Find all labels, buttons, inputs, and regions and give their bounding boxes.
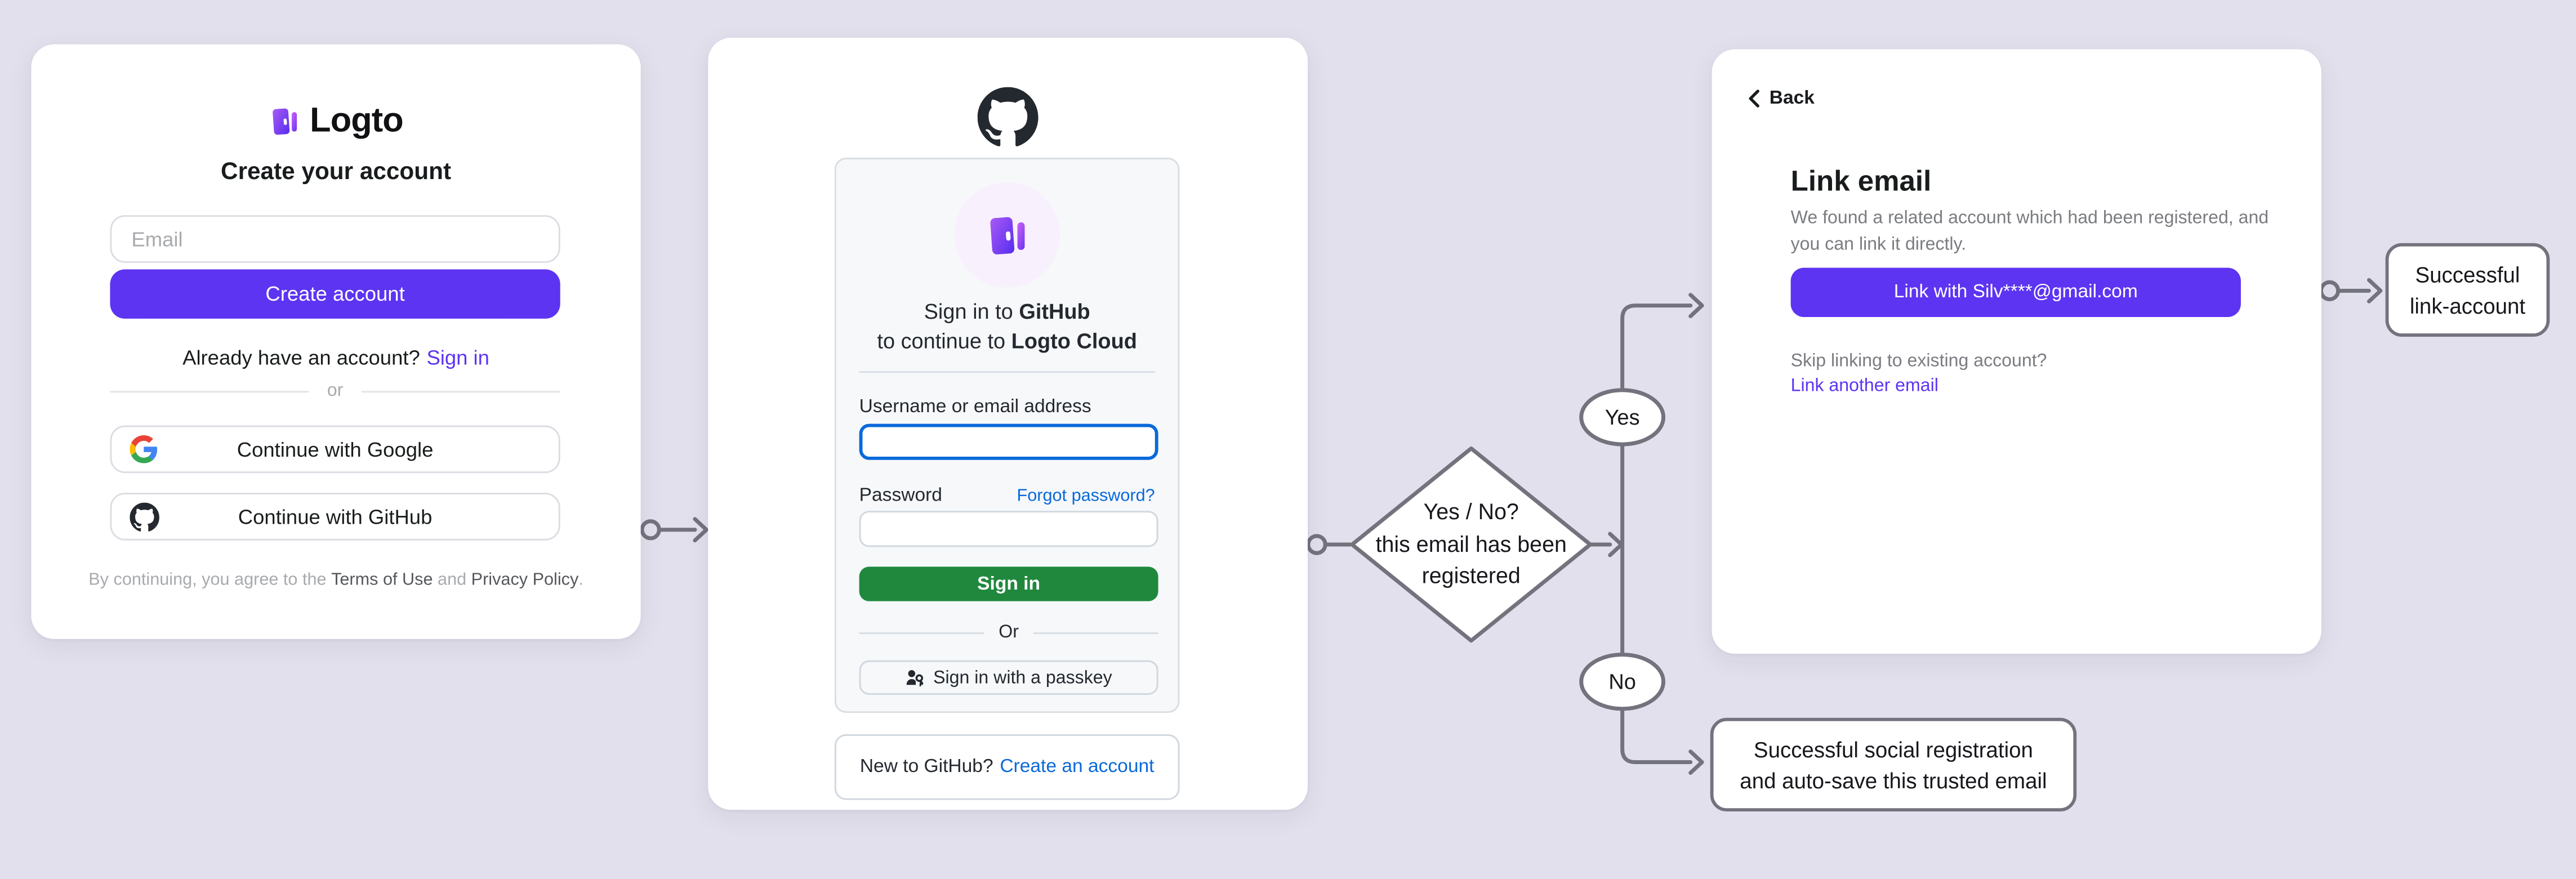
heading-bold: Logto Cloud <box>1011 327 1137 353</box>
logto-wordmark: Logto <box>310 101 404 140</box>
link-another-email-link[interactable]: Link another email <box>1790 376 1938 396</box>
email-field[interactable] <box>110 215 560 263</box>
yes-node <box>1579 388 1666 447</box>
terms-prefix: By continuing, you agree to the <box>88 570 332 590</box>
github-signin-card: Sign in to GitHub to continue to Logto C… <box>708 38 1308 810</box>
back-chevron-icon <box>1749 90 1759 108</box>
terms-suffix: . <box>578 570 583 590</box>
no-node-label: No <box>1608 671 1635 694</box>
link-email-card: Back Link email We found a related accou… <box>1712 49 2321 654</box>
terms-text: By continuing, you agree to the Terms of… <box>31 570 640 590</box>
yes-node-label: Yes <box>1605 406 1640 430</box>
signin-prompt-row: Already have an account?Sign in <box>31 347 640 370</box>
heading-prefix: to continue to <box>877 327 1011 353</box>
decision-diamond-label: Yes / No? this email has been registered <box>1352 496 1590 592</box>
logto-door-icon <box>990 216 1024 254</box>
terms-link[interactable]: Terms of Use <box>331 570 433 590</box>
heading-prefix: Sign in to <box>924 298 1019 324</box>
branch-line <box>1620 304 1693 765</box>
passkey-label: Sign in with a passkey <box>933 667 1112 688</box>
page-title: Create your account <box>221 159 452 186</box>
continue-github-button[interactable]: Continue with GitHub <box>110 493 560 541</box>
create-account-button[interactable]: Create account <box>110 269 560 319</box>
divider-label: Or <box>999 622 1019 642</box>
connector-arrow <box>1688 293 1704 319</box>
new-to-github-text: New to GitHub? <box>859 757 993 777</box>
link-email-title: Link email <box>1790 164 1932 198</box>
passkey-icon <box>906 668 925 688</box>
link-email-button[interactable]: Link with Silv****@gmail.com <box>1790 267 2241 318</box>
outcome-text-line: and auto-save this trusted email <box>1740 768 2047 793</box>
decision-line: Yes / No? <box>1423 499 1519 524</box>
password-input[interactable] <box>859 511 1158 547</box>
signin-prompt: Already have an account? <box>182 346 420 370</box>
github-create-account-link[interactable]: Create an account <box>1000 757 1155 777</box>
decision-line: this email has been <box>1375 531 1567 556</box>
back-button[interactable]: Back <box>1746 89 1815 109</box>
outcome-social-registration: Successful social registration and auto-… <box>1710 717 2077 812</box>
description-line: We found a related account which had bee… <box>1790 208 2269 229</box>
forgot-password-link[interactable]: Forgot password? <box>1017 486 1155 506</box>
description-line: you can link it directly. <box>1790 235 1967 255</box>
password-label: Password <box>859 486 942 506</box>
divider-line <box>859 631 984 633</box>
divider-line <box>110 390 309 392</box>
continue-github-label: Continue with GitHub <box>238 505 433 528</box>
create-account-box: New to GitHub? Create an account <box>834 734 1180 800</box>
github-signin-panel: Sign in to GitHub to continue to Logto C… <box>834 158 1180 713</box>
google-g-icon <box>130 435 158 463</box>
connector-arrow <box>693 517 708 543</box>
or-divider: Or <box>859 621 1158 644</box>
no-node <box>1579 652 1666 711</box>
link-email-description: We found a related account which had bee… <box>1791 206 2269 259</box>
divider-line <box>361 390 560 392</box>
connector-arrow <box>1608 532 1624 557</box>
connector-arrow <box>1688 749 1704 775</box>
github-sign-in-button[interactable]: Sign in <box>859 566 1158 601</box>
divider-label: or <box>327 381 344 401</box>
connector-arrow <box>2366 278 2383 304</box>
outcome-text-line: link-account <box>2409 293 2526 318</box>
skip-linking-text: Skip linking to existing account? <box>1790 351 2047 372</box>
outcome-text-line: Successful social registration <box>1753 737 2033 762</box>
connector-dot <box>1306 534 1327 555</box>
logto-signup-card: Logto Create your account Create account… <box>31 44 641 639</box>
connector-dot <box>640 519 661 541</box>
heading-bold: GitHub <box>1019 298 1090 324</box>
or-divider: or <box>110 380 560 403</box>
outcome-link-account: Successful link-account <box>2385 243 2550 337</box>
passkey-button[interactable]: Sign in with a passkey <box>859 660 1158 695</box>
connector-dot <box>2319 280 2341 301</box>
logto-door-icon <box>271 108 296 135</box>
privacy-link[interactable]: Privacy Policy <box>471 570 579 590</box>
continue-google-label: Continue with Google <box>237 438 434 461</box>
github-octocat-icon <box>130 502 159 532</box>
github-octocat-logo <box>708 87 1308 148</box>
logto-logo: Logto <box>31 102 640 141</box>
github-signin-heading: Sign in to GitHub to continue to Logto C… <box>836 297 1178 355</box>
terms-middle: and <box>433 570 471 590</box>
panel-divider <box>859 371 1155 373</box>
decision-line: registered <box>1421 563 1521 588</box>
username-input[interactable] <box>859 423 1158 460</box>
username-label: Username or email address <box>859 397 1091 417</box>
back-label: Back <box>1769 88 1815 109</box>
divider-line <box>1033 631 1158 633</box>
logto-app-avatar <box>954 182 1060 288</box>
sign-in-link[interactable]: Sign in <box>426 346 489 370</box>
continue-google-button[interactable]: Continue with Google <box>110 425 560 474</box>
outcome-text-line: Successful <box>2415 262 2520 287</box>
